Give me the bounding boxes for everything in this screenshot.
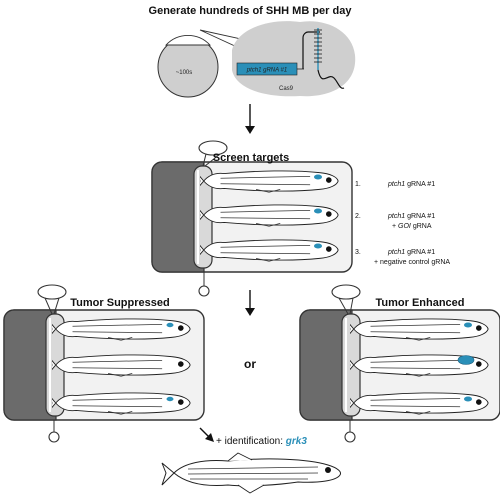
condition-1-gene: ptch1 (387, 181, 405, 188)
fish (200, 239, 339, 262)
fish (350, 392, 489, 415)
injection-blob (232, 21, 356, 97)
fish (350, 318, 489, 341)
condition-3-num: 3. (355, 249, 361, 256)
condition-3-text: ptch1 gRNA #1 (387, 249, 435, 256)
condition-2-goi: GOI (398, 223, 411, 230)
condition-1-line1: gRNA #1 (405, 181, 435, 188)
tumor-spot (314, 208, 322, 214)
identification-arrow (199, 427, 214, 442)
fish (52, 318, 191, 341)
condition-2-gene: ptch1 (387, 213, 405, 220)
tumor-spot (464, 322, 472, 328)
condition-3-line2: + negative control gRNA (374, 259, 450, 266)
enhanced-title: Tumor Enhanced (375, 297, 464, 309)
fish (200, 170, 339, 193)
condition-2-num: 2. (355, 213, 361, 220)
arrow-down-2 (245, 290, 255, 316)
enhanced-tank-handle (331, 284, 361, 443)
enhanced-fish (350, 318, 489, 415)
or-label: or (244, 357, 256, 371)
condition-3-gene: ptch1 (387, 249, 405, 256)
embryo-label: ~100s (176, 70, 193, 76)
condition-3-line1: gRNA #1 (405, 249, 435, 256)
identification-prefix: + identification: (216, 436, 286, 447)
screen-title: Screen targets (213, 152, 289, 164)
tumor-spot (166, 396, 174, 402)
adult-fish (161, 452, 341, 494)
condition-2-tail: gRNA (411, 223, 432, 230)
cas9-label: Cas9 (279, 86, 294, 92)
screen-fish (200, 170, 339, 262)
header-title: Generate hundreds of SHH MB per day (149, 5, 353, 17)
condition-2-line2: + GOI gRNA (392, 223, 432, 230)
grna-label: ptch1 gRNA #1 (246, 68, 287, 74)
condition-2-line1: gRNA #1 (405, 213, 435, 220)
tumor-spot (314, 243, 322, 249)
tumor-spot (464, 396, 472, 402)
suppressed-tank-handle (37, 284, 67, 443)
fish (52, 354, 191, 377)
condition-1-num: 1. (355, 181, 361, 188)
condition-1-text: ptch1 gRNA #1 (387, 181, 435, 188)
tumor-spot-large (457, 355, 475, 365)
embryo (157, 36, 219, 98)
suppressed-title: Tumor Suppressed (70, 297, 169, 309)
screen-tank-handle (198, 140, 228, 297)
condition-2-plus: + (392, 223, 398, 230)
identification-gene: grk3 (285, 436, 308, 447)
arrow-down-1 (245, 104, 255, 134)
tumor-spot (314, 174, 322, 180)
fish (200, 204, 339, 227)
identification-text: + identification: grk3 (216, 436, 307, 447)
condition-list: 1. ptch1 gRNA #1 2. ptch1 gRNA #1 + GOI … (355, 181, 450, 266)
tumor-spot (166, 322, 174, 328)
fish (52, 392, 191, 415)
suppressed-fish (52, 318, 191, 415)
embryo-injection: ~100s ptch1 gRNA #1 Cas9 (157, 21, 356, 98)
condition-2-text: ptch1 gRNA #1 (387, 213, 435, 220)
